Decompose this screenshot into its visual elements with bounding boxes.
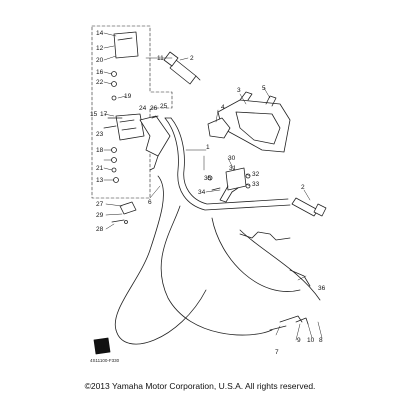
left-switch-housing	[115, 113, 145, 141]
left-grip	[163, 51, 201, 85]
callout-33: 33	[252, 181, 260, 188]
callout-10: 10	[307, 337, 315, 344]
callout-2-left: 2	[190, 55, 194, 62]
control-cables	[114, 175, 321, 345]
throttle-housing	[219, 167, 247, 203]
callout-8: 8	[319, 337, 323, 344]
callout-9: 9	[297, 337, 301, 344]
callout-7: 7	[275, 349, 279, 356]
callout-27: 27	[96, 201, 104, 208]
small-hardware	[103, 71, 251, 224]
callout-2-right: 2	[301, 184, 305, 191]
callout-23: 23	[96, 131, 104, 138]
handlebar	[164, 117, 291, 211]
callout-31: 31	[229, 165, 237, 172]
callout-15: 15	[90, 111, 98, 118]
switch-assembly-dashed-box	[91, 25, 173, 199]
callout-labels: 1 2 2 3 4 5 6 7 8 9 10 11 12 13 14 15 16…	[90, 30, 326, 363]
callout-11: 11	[157, 55, 164, 62]
callout-14: 14	[96, 30, 104, 37]
callout-32: 32	[252, 171, 260, 178]
leader-lines	[103, 32, 323, 341]
callout-34: 34	[198, 189, 206, 196]
callout-6: 6	[148, 199, 152, 206]
cover-cap	[207, 117, 231, 139]
brake-lever	[139, 115, 171, 171]
fr-logo: FR	[93, 337, 111, 355]
callout-16: 16	[96, 69, 104, 76]
callout-12: 12	[96, 45, 104, 52]
callout-22: 22	[96, 79, 104, 86]
callout-28: 28	[96, 226, 104, 233]
callout-4: 4	[221, 104, 225, 111]
callout-5: 5	[262, 85, 266, 92]
callout-1: 1	[206, 144, 210, 151]
callout-18: 18	[96, 147, 104, 154]
drawing-code: 4S11100-F330	[90, 358, 120, 363]
callout-25: 25	[160, 103, 168, 110]
right-grip	[291, 197, 327, 217]
callout-3: 3	[237, 87, 241, 94]
callout-26: 26	[150, 105, 158, 112]
handlebar-cover	[217, 91, 291, 153]
callout-24: 24	[139, 105, 147, 112]
callout-17: 17	[100, 111, 108, 118]
left-switch-top	[113, 31, 139, 59]
svg-text:FR: FR	[97, 344, 106, 351]
callout-36: 36	[318, 285, 326, 292]
callout-30: 30	[228, 155, 236, 162]
copyright-notice: ©2013 Yamaha Motor Corporation, U.S.A. A…	[84, 381, 316, 391]
callout-19: 19	[124, 93, 132, 100]
callout-35: 35	[204, 175, 212, 182]
callout-20: 20	[96, 57, 104, 64]
callout-21: 21	[96, 165, 104, 172]
callout-13: 13	[96, 177, 104, 184]
callout-29: 29	[96, 212, 104, 219]
